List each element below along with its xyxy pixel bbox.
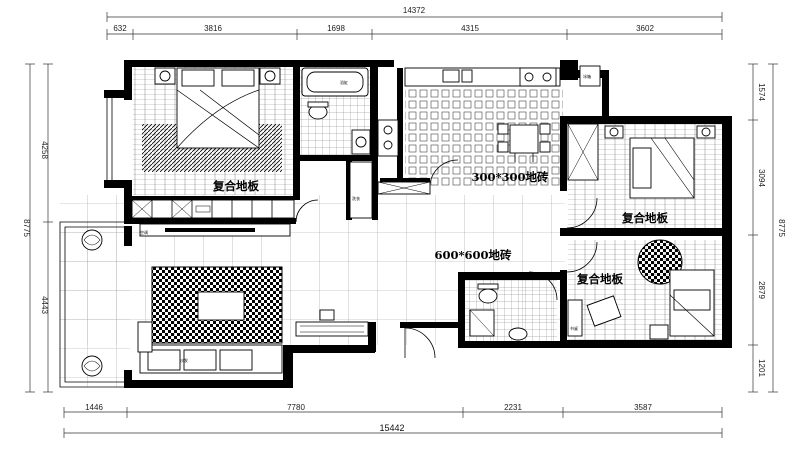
kitchen-door (429, 159, 459, 185)
left-total-dimension: 8775 (22, 63, 35, 393)
balcony-outline (59, 221, 124, 388)
right-seg-2: 3094 (757, 169, 766, 187)
pillow-left (181, 69, 215, 87)
lamp-right-icon (264, 70, 276, 82)
dining-sideboard (377, 119, 399, 157)
sofa-label: 沙发 (180, 357, 188, 363)
left-segment-dimensions: 4258 4443 (40, 63, 53, 393)
dining-chair (539, 123, 551, 135)
right-total-dimension: 8775 (768, 63, 786, 393)
burner-left-icon (524, 72, 534, 82)
wardrobe (131, 199, 295, 219)
entry-door (404, 327, 436, 359)
bedroom-3-nightstand (649, 324, 669, 340)
air-conditioner-label: 空调 (140, 229, 148, 235)
right-seg-1: 1574 (757, 83, 766, 101)
dining-chair (497, 123, 509, 135)
bottom-seg-2: 7780 (287, 403, 305, 412)
top-seg-5: 3602 (636, 24, 654, 33)
fridge-label: 冰箱 (583, 73, 591, 79)
pillow-right (221, 69, 255, 87)
tv-icon (319, 309, 335, 321)
left-seg-1: 4258 (40, 141, 49, 159)
master-bedroom: 复合地板 (131, 67, 319, 223)
right-seg-4: 1201 (757, 359, 766, 377)
right-segment-dimensions: 1574 3094 2879 1201 (748, 63, 766, 393)
bathroom-1: 浴缸 洗衣 (301, 67, 399, 219)
top-seg-3: 1698 (327, 24, 345, 33)
living-floor-label: 600*600地砖 (434, 248, 512, 262)
bottom-segment-dimensions: 1446 7780 2231 3587 (63, 403, 723, 418)
bathroom-2-door (528, 271, 558, 301)
plant-icon (81, 355, 103, 377)
bedroom-2: 复合地板 (566, 123, 716, 229)
lamp-left-icon (159, 70, 171, 82)
bottom-seg-4: 3587 (634, 403, 652, 412)
top-seg-2: 3816 (204, 24, 222, 33)
desk-chair (586, 295, 622, 327)
right-total-label: 8775 (777, 219, 786, 237)
bedroom-3-floor-label: 复合地板 (576, 272, 623, 286)
kitchen: 冰箱 300*300地砖 (377, 65, 601, 195)
kitchen-floor-label: 300*300地砖 (471, 170, 549, 184)
washer-label: 洗衣 (352, 195, 360, 201)
storage-cabinet (349, 161, 373, 219)
dining-chair (497, 141, 509, 153)
bedroom-2-door (566, 197, 598, 229)
bathroom-2 (469, 271, 558, 341)
master-bedroom-floor-label: 复合地板 (212, 179, 259, 193)
top-seg-4: 4315 (461, 24, 479, 33)
fridge (579, 65, 601, 87)
plant-icon (81, 229, 103, 251)
toilet-icon (478, 288, 498, 304)
bathtub-label: 浴缸 (340, 79, 348, 85)
bottom-seg-1: 1446 (85, 403, 103, 412)
bottom-total-dimension: 15442 (63, 423, 723, 438)
bottom-total-label: 15442 (379, 423, 404, 433)
side-chair (137, 321, 153, 353)
top-segment-dimensions: 632 3816 1698 4315 3602 (106, 24, 723, 40)
right-seg-3: 2879 (757, 281, 766, 299)
left-total-label: 8775 (22, 219, 31, 237)
top-total-label: 14372 (403, 6, 426, 15)
kitchen-sink (442, 69, 460, 83)
bottom-seg-3: 2231 (504, 403, 522, 412)
living-room: 空调 沙发 600*600地砖 (137, 223, 512, 374)
tv-console (295, 321, 369, 337)
dining-chair (539, 141, 551, 153)
top-total-dimension: 14372 (106, 6, 723, 22)
walls (104, 60, 732, 388)
bedroom-3-desk (567, 299, 583, 337)
bedroom-2-floor-label: 复合地板 (621, 211, 668, 225)
left-seg-2: 4443 (40, 296, 49, 314)
master-bedroom-door (295, 199, 319, 223)
burner-right-icon (542, 72, 552, 82)
stove (519, 67, 557, 87)
desk-label: 书桌 (570, 325, 578, 331)
coffee-table (197, 291, 245, 321)
bathroom-2-washbasin (508, 327, 528, 341)
top-seg-1: 632 (113, 24, 127, 33)
dining-table (509, 124, 539, 154)
balcony-plants (81, 229, 103, 377)
bedroom-3: 书桌 复合地板 (566, 239, 715, 340)
bedroom-3-door (566, 241, 598, 273)
